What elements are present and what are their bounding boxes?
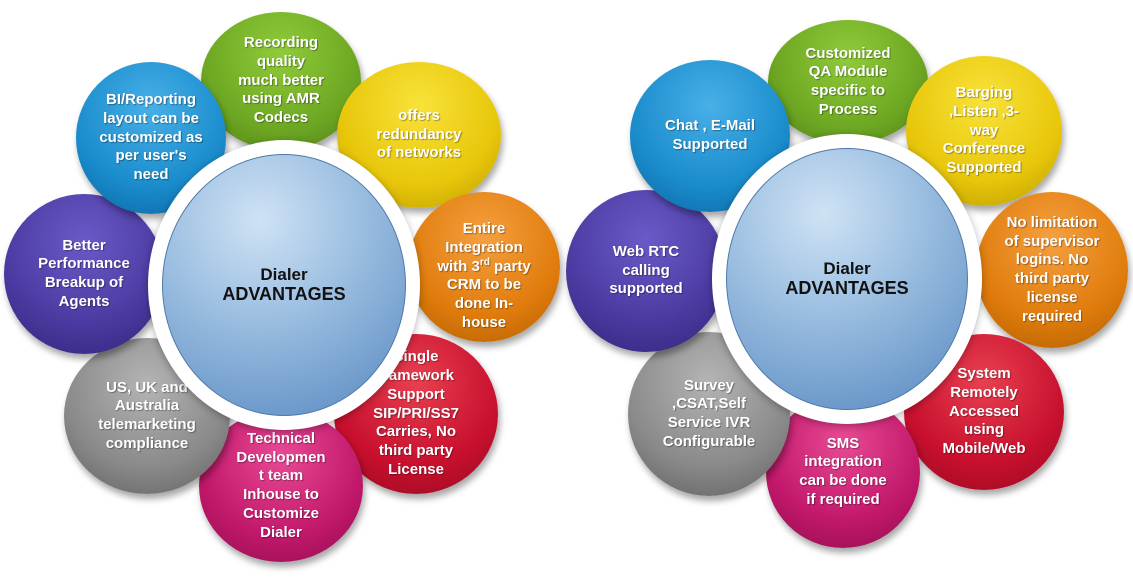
- petal-better-performance: Better Performance Breakup of Agents: [4, 194, 164, 354]
- petal-label: Survey ,CSAT,Self Service IVR Configurab…: [662, 376, 756, 450]
- petal-survey-csat: Survey ,CSAT,Self Service IVR Configurab…: [628, 332, 790, 496]
- petal-supervisor-logins: No limitation of supervisor logins. No t…: [976, 192, 1128, 348]
- petal-crm-integration: Entire Integration with 3rd party CRM to…: [408, 192, 560, 342]
- petal-label: offers redundancy of networks: [376, 106, 462, 162]
- center-title-line2: ADVANTAGES: [222, 284, 346, 305]
- petal-label: Web RTC calling supported: [609, 242, 683, 298]
- center-circle: Dialer ADVANTAGES: [162, 154, 406, 416]
- petal-bi-reporting: BI/Reporting layout can be customized as…: [76, 62, 226, 214]
- center-hub: Dialer ADVANTAGES: [712, 134, 982, 424]
- center-title-line2: ADVANTAGES: [785, 278, 909, 299]
- center-title-line1: Dialer: [260, 264, 308, 284]
- petal-label: No limitation of supervisor logins. No t…: [1004, 213, 1100, 325]
- petal-label: BI/Reporting layout can be customized as…: [99, 91, 203, 184]
- petal-label: System Remotely Accessed using Mobile/We…: [942, 365, 1026, 458]
- center-hub: Dialer ADVANTAGES: [148, 140, 420, 430]
- petal-label: Single framework Support SIP/PRI/SS7 Car…: [373, 348, 459, 478]
- petal-label: Better Performance Breakup of Agents: [38, 236, 130, 310]
- petal-label: Technical Developmen t team Inhouse to C…: [236, 429, 326, 541]
- petal-label: US, UK and Australia telemarketing compl…: [98, 378, 196, 452]
- petal-label: Customized QA Module specific to Process: [805, 44, 891, 118]
- petal-label: Barging ,Listen ,3- way Conference Suppo…: [942, 84, 1026, 177]
- petal-recording-quality: Recording quality much better using AMR …: [201, 12, 361, 150]
- petal-qa-module: Customized QA Module specific to Process: [768, 20, 928, 144]
- petal-label: Recording quality much better using AMR …: [238, 34, 324, 127]
- petal-label: Entire Integration with 3rd party CRM to…: [437, 220, 531, 331]
- center-title-line1: Dialer: [823, 258, 871, 278]
- petal-barging: Barging ,Listen ,3- way Conference Suppo…: [906, 56, 1062, 206]
- petal-technical-team: Technical Developmen t team Inhouse to C…: [199, 410, 363, 562]
- petal-label: Chat , E-Mail Supported: [664, 117, 755, 153]
- center-circle: Dialer ADVANTAGES: [726, 148, 968, 410]
- petal-web-rtc: Web RTC calling supported: [566, 190, 726, 352]
- petal-sms-integration: SMS integration can be done if required: [766, 396, 920, 548]
- petal-label: SMS integration can be done if required: [799, 434, 887, 508]
